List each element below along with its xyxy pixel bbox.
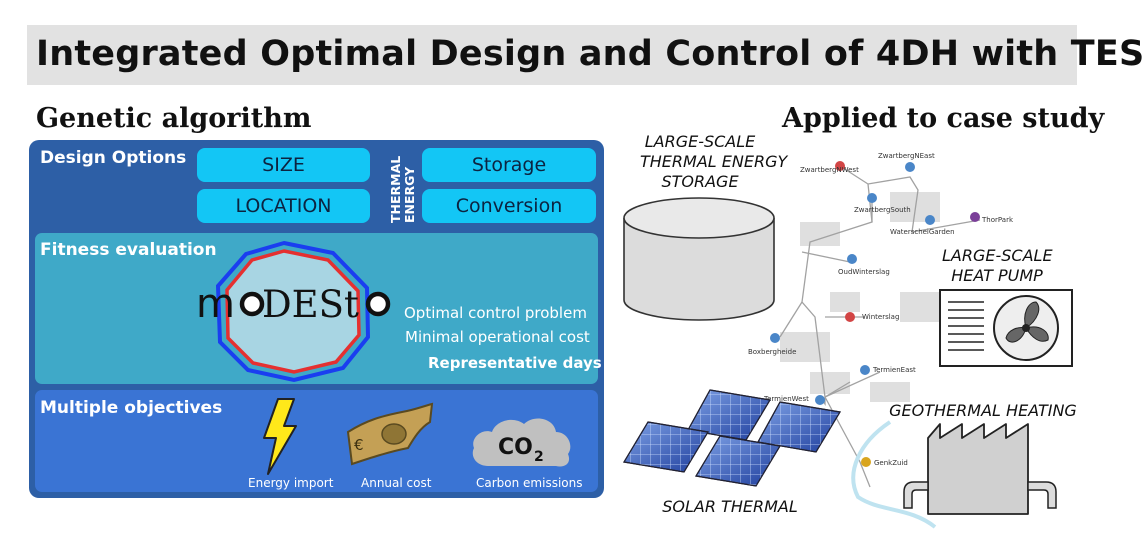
map-node-oud-winterslag — [847, 254, 857, 264]
representative-days-text: Representative days — [428, 354, 602, 372]
map-label-termien-west: TermienWest — [763, 395, 809, 403]
map-node-zwartberg-south — [867, 193, 877, 203]
logo-inner-shape — [225, 249, 361, 374]
map-node-waterschei-garden — [925, 215, 935, 225]
design-options-label: Design Options — [40, 148, 187, 168]
storage-caption: LARGE-SCALE THERMAL ENERGY STORAGE — [640, 132, 788, 191]
title-bar — [27, 25, 1077, 85]
map-label-oud-winterslag: OudWinterslag — [838, 268, 890, 276]
geothermal-caption: GEOTHERMAL HEATING — [889, 401, 1077, 420]
district-heating-map: ZwartbergNWest ZwartbergNEast ZwartbergS… — [748, 152, 1014, 529]
map-label-zwartberg-neast: ZwartbergNEast — [878, 152, 935, 160]
map-label-waterschei-garden: WaterscheiGarden — [890, 228, 955, 236]
heat-pump-caption: LARGE-SCALE HEAT PUMP — [942, 246, 1053, 285]
solar-panels-icon — [623, 389, 841, 487]
map-node-boxbergheide — [770, 333, 780, 343]
map-node-zwartberg-neast — [905, 162, 915, 172]
genetic-algorithm-heading: Genetic algorithm — [36, 103, 312, 134]
storage-tank-icon — [623, 197, 775, 321]
heat-pump-icon — [939, 289, 1073, 367]
multiple-objectives-label: Multiple objectives — [40, 398, 223, 418]
energy-import-label: Energy import — [248, 476, 334, 490]
lightning-icon — [263, 398, 297, 475]
map-label-thorpark: ThorPark — [981, 216, 1014, 224]
co2-cloud-icon: CO 2 — [472, 418, 571, 467]
co2-text: CO — [498, 435, 533, 460]
operational-cost-text: Minimal operational cost — [405, 328, 590, 346]
modesto-logo: m DESt — [196, 240, 391, 383]
logo-outer-ring — [215, 240, 371, 383]
optimal-control-text: Optimal control problem — [404, 304, 587, 322]
map-label-boxbergheide: Boxbergheide — [748, 348, 796, 356]
map-label-zwartberg-south: ZwartbergSouth — [854, 206, 911, 214]
logo-dest: DESt — [262, 283, 359, 326]
conversion-option: Conversion — [422, 189, 596, 223]
thermal-label: THERMAL — [388, 156, 403, 223]
map-node-termien-east — [860, 365, 870, 375]
location-option: LOCATION — [197, 189, 370, 223]
logo-m: m — [196, 281, 235, 327]
logo-o-node — [239, 291, 265, 317]
logo-o2-node — [365, 291, 391, 317]
map-node-genk-zuid — [861, 457, 871, 467]
map-label-winterslag: Winterslag — [862, 313, 899, 321]
solar-thermal-caption: SOLAR THERMAL — [662, 497, 798, 516]
carbon-emissions-label: Carbon emissions — [476, 476, 583, 490]
co2-subscript: 2 — [534, 449, 544, 465]
geothermal-factory-icon — [903, 423, 1057, 515]
map-label-termien-east: TermienEast — [872, 366, 916, 374]
euro-symbol: € — [354, 436, 364, 454]
map-label-genk-zuid: GenkZuid — [874, 459, 908, 467]
map-node-zwartberg-nwest — [835, 161, 845, 171]
map-node-termien-west — [815, 395, 825, 405]
map-node-thorpark — [970, 212, 980, 222]
map-label-zwartberg-nwest: ZwartbergNWest — [800, 166, 859, 174]
storage-option: Storage — [422, 148, 596, 182]
thermal-energy-vertical-label: THERMAL ENERGY — [388, 156, 417, 223]
annual-cost-label: Annual cost — [361, 476, 432, 490]
map-node-winterslag — [845, 312, 855, 322]
page-title: Integrated Optimal Design and Control of… — [36, 34, 1144, 74]
energy-label: ENERGY — [402, 166, 417, 223]
fitness-evaluation-label: Fitness evaluation — [40, 240, 217, 260]
case-study-heading: Applied to case study — [782, 103, 1105, 134]
banknote-icon: € — [346, 402, 434, 466]
size-option: SIZE — [197, 148, 370, 182]
